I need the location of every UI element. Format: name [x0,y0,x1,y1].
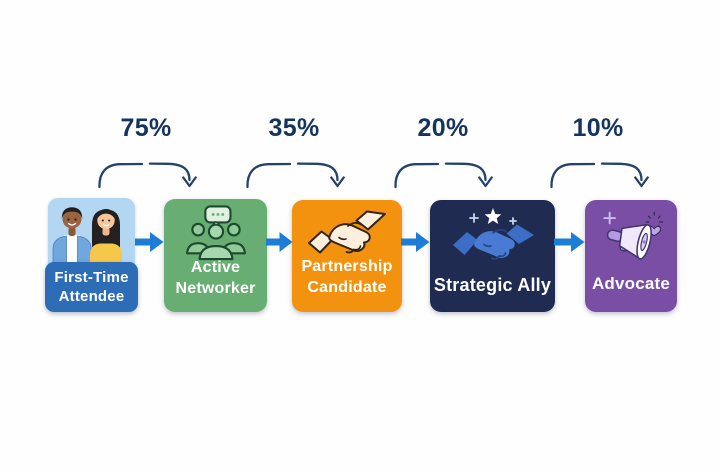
transition-percent-2: 35% [268,114,320,142]
curved-arrow-icon [98,162,197,189]
flow-arrow-icon [554,232,585,252]
megaphone-heart-icon [585,208,677,266]
stage-advocate: Advocate [585,200,677,312]
flow-arrow-icon [401,232,430,252]
stage-first-time-attendee: First-Time Attendee [45,198,138,312]
stage-label: Partnership Candidate [301,258,393,296]
flow-arrow-icon [266,232,293,252]
stage-partnership-candidate: Partnership Candidate [292,200,402,312]
stage-label: Advocate [591,274,671,293]
curved-arrow-icon [246,162,345,189]
stage-strategic-ally: Strategic Ally [430,200,555,312]
stage-label: Strategic Ally [433,275,552,295]
flow-arrow-icon [135,232,164,252]
stage-label: Active Networker [175,259,256,297]
transition-percent-3: 20% [417,114,469,142]
curved-arrow-icon [394,162,493,189]
stage-label: First-Time Attendee [54,268,129,306]
curved-arrow-icon [550,162,649,189]
handshake-icon [292,210,402,258]
networking-group-icon [164,205,267,261]
handshake-star-icon [430,206,555,268]
stage-label-band: First-Time Attendee [45,262,138,312]
transition-percent-4: 10% [572,114,624,142]
stage-active-networker: Active Networker [164,199,267,312]
attendee-couple-illustration [48,198,135,264]
transition-percent-1: 75% [120,114,172,142]
